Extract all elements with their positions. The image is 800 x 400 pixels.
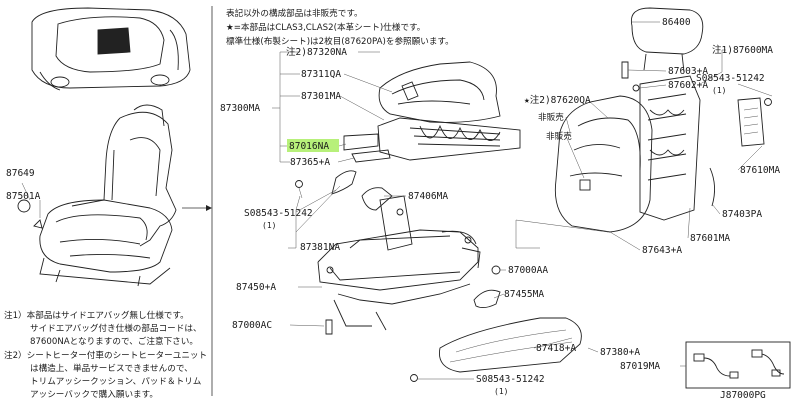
highlight-87016na: [287, 139, 339, 152]
label-87320na: 注2)87320NA: [286, 46, 347, 58]
knob-87649: [17, 199, 31, 213]
label-87406ma: 87406MA: [408, 191, 448, 202]
label-87610ma: 87610MA: [740, 165, 780, 176]
header-note-2: ★=本部品はCLAS3,CLAS2(本革シート)仕様です。: [226, 21, 425, 33]
label-87365a: 87365+A: [290, 157, 330, 168]
label-87455ma: 87455MA: [504, 289, 544, 300]
label-87602a: 87602+A: [668, 80, 708, 91]
seatback-pad-87620qa-illustration: [554, 95, 653, 233]
label-08543-qty-a: (1): [262, 221, 276, 230]
screw-87610-icon: [764, 98, 772, 106]
label-87000ac: 87000AC: [232, 320, 272, 331]
label-87649: 87649: [6, 168, 35, 179]
label-87620qa: ★注2)87620QA: [524, 94, 591, 106]
seat-adjuster-frame-illustration: [317, 195, 481, 331]
wire-87403pa: [709, 167, 715, 207]
label-86400: 86400: [662, 17, 691, 28]
footnote-2-line-3: トリムアッシークッション、パッド＆トリム: [30, 376, 202, 387]
leader-87649: [21, 182, 31, 201]
clip-87602a-icon: [632, 84, 640, 92]
label-87643a: 87643+A: [642, 245, 682, 256]
pin-87603a: [621, 61, 629, 79]
label-08543-51242-b: S08543-51242: [476, 374, 545, 385]
label-87000aa: 87000AA: [508, 265, 548, 276]
label-87403pa: 87403PA: [722, 209, 762, 220]
label-87300ma: 87300MA: [220, 103, 260, 114]
label-87600ma: 注1)87600MA: [712, 44, 773, 56]
heater-unit-87016na: [343, 133, 379, 151]
seat-cushion-pad-illustration: [378, 61, 501, 123]
header-note-3: 標準仕様(布製シート)は2枚目(87620PA)を参照願います。: [226, 35, 454, 47]
seatback-frame-87601ma-illustration: [639, 75, 701, 221]
bolt-87000ac-icon: [325, 319, 333, 335]
label-87019ma: 87019MA: [620, 361, 660, 372]
footnote-1-line-1: 注1）本部品はサイドエアバッグ無し仕様です。: [4, 309, 189, 321]
footnote-2-line-1: 注2）シートヒーター付車のシートヒーターユニット: [4, 349, 207, 361]
seat-assembly-illustration: [39, 104, 177, 287]
label-87603a: 87603+A: [668, 66, 708, 77]
arrow-head: [206, 205, 212, 211]
label-87418a: 87418+A: [536, 343, 576, 354]
cover-87610ma: [737, 97, 765, 147]
footnote-1-line-3: 87600NAとなりますので、ご注意下さい。: [30, 335, 198, 347]
label-87381na: 87381NA: [300, 242, 340, 253]
car-top-view-illustration: [31, 7, 191, 91]
bolt-87000aa-icon: [491, 265, 501, 275]
label-non-sale-2: 非販売: [546, 130, 572, 142]
wire-harness-87019ma-illustration: [693, 349, 785, 379]
screw-bottom-icon: [410, 374, 418, 382]
seat-cushion-frame-illustration: [377, 117, 521, 161]
label-non-sale-1: 非販売: [538, 111, 564, 123]
footnote-1-line-2: サイドエアバッグ付き仕様の部品コードは、: [30, 322, 202, 334]
cover-87365a: [351, 149, 391, 163]
clip-87501a: [33, 219, 43, 229]
header-note-1: 表記以外の構成部品は非販売です。: [226, 7, 363, 19]
leader-lines: [272, 21, 773, 380]
harness-box: [685, 341, 791, 389]
cover-87381na: [331, 170, 357, 195]
bolt-left-icon: [295, 180, 303, 188]
label-08543-qty-b: (1): [494, 387, 508, 396]
footnote-2-line-2: は構造上、単品サービスできませんので、: [30, 362, 193, 374]
headrest-86400-illustration: [630, 7, 704, 73]
diagram-id: J87000PG: [720, 390, 766, 400]
bracket-87455ma: [473, 289, 501, 309]
label-87501a: 87501A: [6, 191, 41, 202]
footnote-2-line-4: アッシーバックで購入願います。: [30, 388, 158, 400]
label-08543-51242-a: S08543-51242: [244, 208, 313, 219]
label-87311qa: 87311QA: [301, 69, 341, 80]
label-87016na: 87016NA: [289, 141, 329, 152]
label-87380a: 87380+A: [600, 347, 640, 358]
label-08543-qty-c: (1): [712, 86, 726, 95]
label-87450a: 87450+A: [236, 282, 276, 293]
label-08543-51242-c: S08543-51242: [696, 73, 765, 84]
label-87601ma: 87601MA: [690, 233, 730, 244]
finisher-87380a: [438, 317, 582, 373]
label-87301ma: 87301MA: [301, 91, 341, 102]
